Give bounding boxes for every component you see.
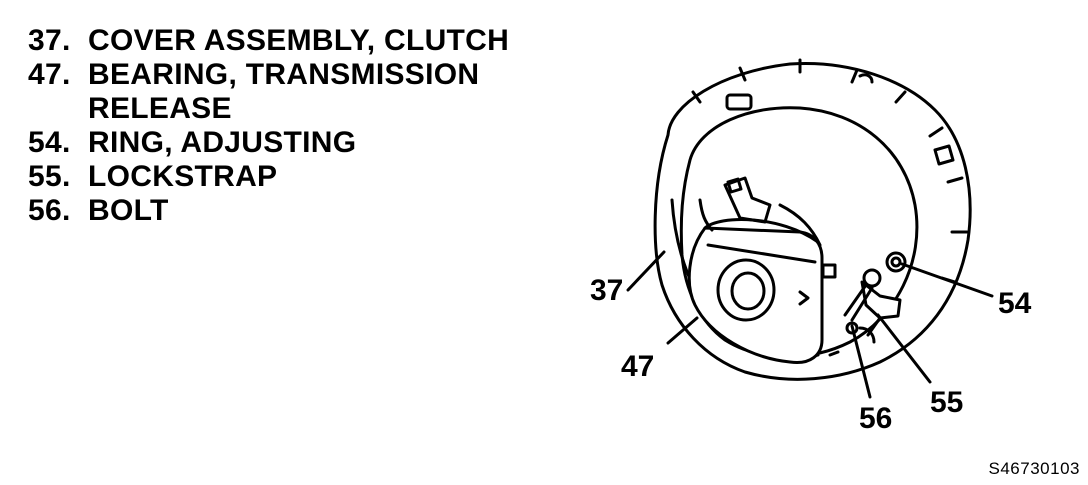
transmission-release-bearing bbox=[687, 198, 824, 365]
legend-item-55: 55. LOCKSTRAP bbox=[28, 160, 558, 194]
legend-label: BEARING, TRANSMISSION RELEASE bbox=[88, 58, 480, 125]
legend-number: 55. bbox=[28, 160, 71, 193]
legend-label: BOLT bbox=[88, 194, 169, 227]
legend-number: 37. bbox=[28, 24, 71, 57]
legend-label: LOCKSTRAP bbox=[88, 160, 278, 193]
legend-label: COVER ASSEMBLY, CLUTCH bbox=[88, 24, 510, 57]
legend-number: 56. bbox=[28, 194, 71, 227]
leader-lines bbox=[626, 250, 994, 399]
callout-37: 37 bbox=[590, 274, 624, 307]
callout-56: 56 bbox=[859, 402, 893, 435]
bolt bbox=[843, 268, 882, 335]
legend-item-56: 56. BOLT bbox=[28, 194, 558, 228]
parts-legend: 37. COVER ASSEMBLY, CLUTCH 47. BEARING, … bbox=[28, 24, 558, 228]
callout-54: 54 bbox=[998, 287, 1032, 320]
legend-item-37: 37. COVER ASSEMBLY, CLUTCH bbox=[28, 24, 558, 58]
legend-number: 47. bbox=[28, 58, 71, 91]
legend-item-47: 47. BEARING, TRANSMISSION RELEASE bbox=[28, 58, 558, 126]
callout-47: 47 bbox=[621, 350, 655, 383]
adjusting-ring bbox=[885, 251, 907, 273]
figure-id: S46730103 bbox=[988, 459, 1080, 478]
callout-55: 55 bbox=[930, 386, 964, 419]
legend-item-54: 54. RING, ADJUSTING bbox=[28, 126, 558, 160]
legend-label: RING, ADJUSTING bbox=[88, 126, 357, 159]
legend-number: 54. bbox=[28, 126, 71, 159]
